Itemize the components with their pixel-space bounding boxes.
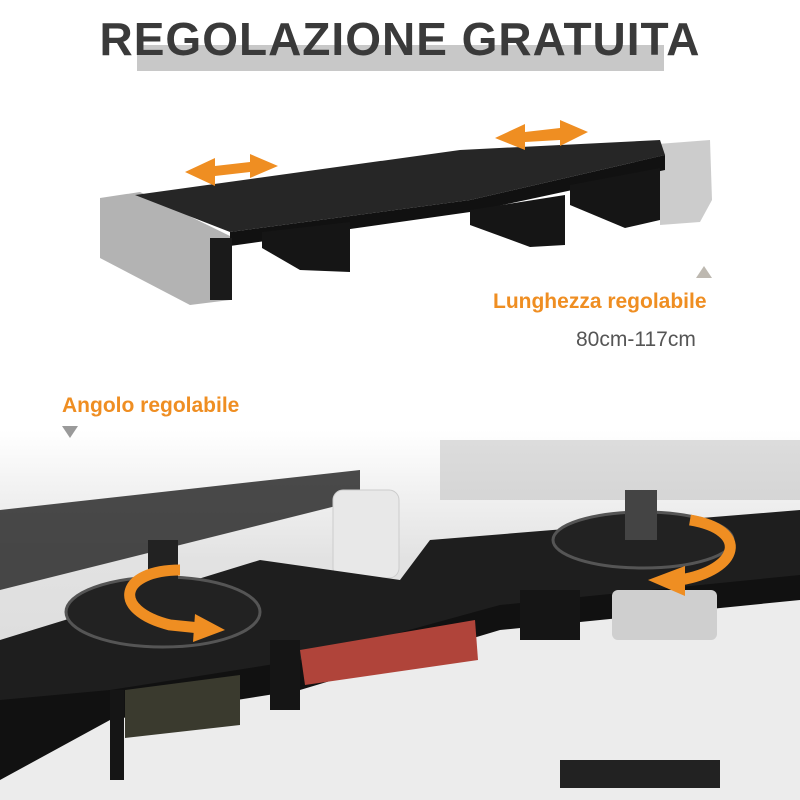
angle-label: Angolo regolabile [62,394,240,417]
shelf-leg [470,195,565,247]
shelf-leg [262,222,350,272]
double-arrow-icon [185,120,588,186]
riser-leg [110,690,124,780]
rotate-arrow-icon [124,514,736,634]
shelf-front [230,155,665,246]
ghost-extension-left [100,192,230,305]
triangle-down-icon [62,426,78,438]
rotate-arrow-icon [648,566,685,596]
riser-front [0,575,800,780]
triangle-up-icon [696,266,712,278]
length-label: Lunghezza regolabile [493,290,707,313]
riser-leg [520,590,580,640]
page-title: REGOLAZIONE GRATUITA [99,13,701,65]
length-range: 80cm-117cm [576,328,696,351]
title-underline-bar [137,45,664,71]
monitor-stand-right [625,490,657,540]
shelf-leg [210,238,232,300]
riser-leg [270,640,300,710]
ghost-extension-right [580,140,712,225]
shelf-top [135,140,665,232]
books [300,620,478,685]
shelf-leg [570,168,660,228]
rotate-arrow-icon [193,614,225,642]
keyboard [560,760,720,788]
clock [612,590,717,640]
monitor-right [440,440,800,500]
vase [332,489,400,579]
books [125,675,240,738]
monitor-left [0,470,360,590]
